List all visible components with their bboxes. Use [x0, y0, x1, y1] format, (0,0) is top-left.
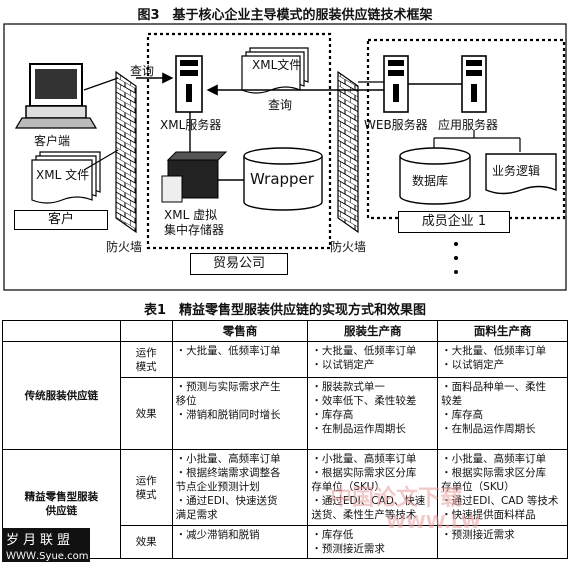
group-traditional: 传统服装供应链: [2, 341, 121, 450]
logo-line-1: 岁月联盟: [6, 533, 75, 548]
business-logic-icon: [485, 153, 557, 195]
client-terminal-label: 客户端: [34, 134, 71, 148]
member-company-box: 成员企业 1: [398, 211, 510, 233]
cell-retailer: ・减少滞销和脱销: [171, 525, 309, 559]
watermark-overlay-url: WWW.LW: [386, 512, 481, 533]
database-cylinder-icon: [399, 147, 471, 205]
cell-fabric: ・面料品种单一、柔性 较差 ・库存高 ・在制品运作周期长: [437, 377, 568, 450]
firewall-right-label: 防火墙: [330, 240, 367, 254]
cell-fabric: ・预测接近需求: [437, 525, 568, 559]
client-box: 客户: [14, 210, 108, 230]
figure-frame: [3, 23, 567, 291]
member-company-zone: [366, 38, 566, 220]
watermark-overlay-text: 中国论文下载: [330, 486, 463, 511]
cell-retailer: ・小批量、高频率订单 ・根据终端需求调整各 节点企业预测计划 ・通过EDI、快速…: [171, 449, 309, 526]
client-computer-icon: [14, 63, 98, 129]
cell-fabric: ・大批量、低频率订单 ・以试销定产: [437, 341, 568, 378]
cell-apparel: ・大批量、低频率订单 ・以试销定产: [307, 341, 439, 378]
site-logo: 岁月联盟 ＷＷＷ.Syue.com: [2, 528, 90, 562]
trade-company-zone: [146, 32, 332, 250]
firewall-right-icon: [337, 70, 359, 234]
xml-file-top-icon: [241, 47, 309, 94]
virtual-storage-icon: [161, 151, 228, 203]
xml-virtual-label-1: XML 虚拟: [164, 208, 218, 222]
figure-title: 图3 基于核心企业主导模式的服装供应链技术框架: [137, 8, 433, 23]
header-cell: [119, 320, 173, 342]
header-fabric: 面料生产商: [437, 320, 568, 342]
cell-fabric: ・小批量、高频率订单 ・根据实际需求区分库 存单位（SKU） ・通过EDI、CA…: [437, 449, 568, 526]
firewall-left-icon: [115, 70, 137, 234]
app-server-label: 应用服务器: [438, 118, 499, 132]
row-label: 效果: [119, 377, 173, 450]
xml-file-left-icon: [31, 151, 101, 204]
header-cell: [2, 320, 121, 342]
wrapper-cylinder-icon: [243, 147, 323, 211]
web-server-icon: [383, 55, 409, 113]
comparison-table: 零售商 服装生产商 面料生产商 传统服装供应链 运作 模式 ・大批量、低频率订单…: [2, 320, 568, 559]
database-label: 数据库: [412, 174, 449, 188]
table-title: 表1 精益零售型服装供应链的实现方式和效果图: [143, 303, 427, 318]
wrapper-label: Wrapper: [250, 170, 314, 188]
architecture-diagram: [3, 23, 567, 291]
row-label: 运作 模式: [119, 341, 173, 378]
table-row: 效果 ・预测与实际需求产生 移位 ・滞销和脱销同时增长 ・服装款式单一 ・效率低…: [3, 377, 568, 450]
xml-server-icon: [175, 55, 203, 113]
query-label-left: 查询: [130, 64, 155, 78]
firewall-left-label: 防火墙: [106, 240, 143, 254]
xml-virtual-label-2: 集中存储器: [164, 223, 225, 237]
app-server-icon: [461, 55, 487, 113]
row-label: 效果: [119, 525, 173, 559]
table-row: 效果 ・减少滞销和脱销 ・库存低 ・预测接近需求 ・预测接近需求: [3, 525, 568, 559]
query-label-mid: 查询: [268, 98, 293, 112]
header-apparel: 服装生产商: [307, 320, 439, 342]
business-logic-label: 业务逻辑: [492, 164, 541, 178]
table-header-row: 零售商 服装生产商 面料生产商: [2, 320, 568, 342]
header-retailer: 零售商: [171, 320, 309, 342]
table-row: 精益零售型服装 供应链 运作 模式 ・小批量、高频率订单 ・根据终端需求调整各 …: [2, 449, 568, 559]
xml-server-label: XML服务器: [160, 118, 222, 132]
cell-apparel: ・小批量、高频率订单 ・根据实际需求区分库 存单位（SKU） ・通过EDI、CA…: [307, 449, 439, 526]
cell-apparel: ・服装款式单一 ・效率低下、柔性较差 ・库存高 ・在制品运作周期长: [307, 377, 439, 450]
logo-line-2: ＷＷＷ.Syue.com: [6, 551, 89, 562]
trade-company-box: 贸易公司: [190, 253, 288, 275]
cell-retailer: ・预测与实际需求产生 移位 ・滞销和脱销同时增长: [171, 377, 309, 450]
table-row: 传统服装供应链 运作 模式 ・大批量、低频率订单 ・大批量、低频率订单 ・以试销…: [2, 341, 568, 450]
cell-retailer: ・大批量、低频率订单: [171, 341, 309, 378]
xml-file-left-label: XML 文件: [36, 168, 90, 182]
xml-file-top-label: XML文件: [252, 58, 302, 72]
web-server-label: WEB服务器: [364, 118, 428, 132]
row-label: 运作 模式: [119, 449, 173, 526]
